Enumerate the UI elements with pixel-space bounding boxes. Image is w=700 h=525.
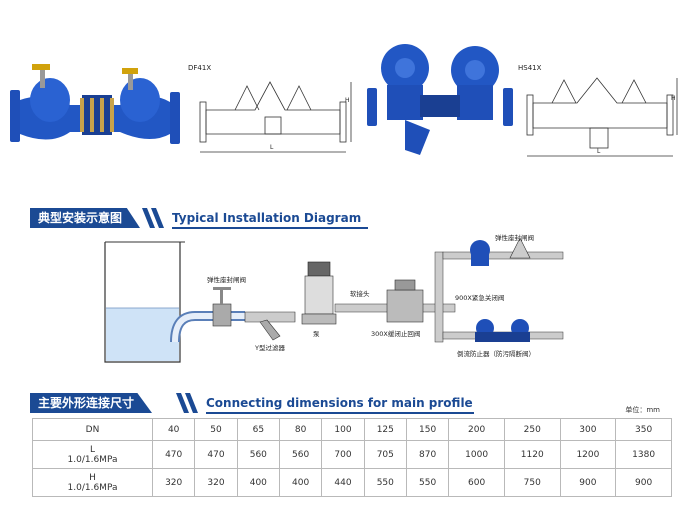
table-cell: 560 [278, 440, 323, 469]
dims-title-en: Connecting dimensions for main profile [206, 396, 473, 410]
model-label-hs41x: HS41X [518, 64, 542, 72]
dims-title-zh: 主要外形连接尺寸 [30, 393, 153, 413]
table-cell: 300 [559, 418, 617, 441]
label-emergency-valve: 900X紧急关闭阀 [455, 293, 504, 302]
hs41x-valve-photo [367, 44, 513, 155]
install-title-zh: 典型安装示意图 [30, 208, 141, 228]
unit-label: 单位：mm [625, 406, 660, 414]
table-cell: 400 [278, 468, 323, 497]
table-cell: 705 [363, 440, 407, 469]
hs41x-technical-drawing: L H [526, 77, 678, 157]
table-cell: 1380 [615, 440, 672, 469]
table-cell: 350 [615, 418, 672, 441]
table-cell: 470 [151, 440, 196, 469]
stripe-decoration [142, 208, 164, 228]
row-header-sub: 1.0/1.6MPa [67, 454, 118, 465]
row-header-label: H [89, 472, 96, 483]
hs41x-dim-h: H [671, 95, 676, 102]
label-y-strainer: Y型过滤器 [254, 343, 285, 352]
table-cell: 100 [321, 418, 365, 441]
row-header-label: L [89, 444, 95, 455]
table-cell: 1000 [448, 440, 505, 469]
table-cell: 150 [405, 418, 450, 441]
table-cell: 40 [151, 418, 196, 441]
df41x-technical-drawing: L H [199, 81, 352, 153]
table-cell: 320 [151, 468, 196, 497]
df41x-dim-l: L [270, 144, 274, 151]
model-label-df41x: DF41X [188, 64, 212, 72]
label-pump: 泵 [313, 330, 320, 338]
table-cell: 320 [194, 468, 238, 497]
table-cell: 400 [236, 468, 280, 497]
table-cell: 550 [405, 468, 450, 497]
table-cell: 125 [363, 418, 407, 441]
label-backflow: 倒流防止器（防污隔断阀） [457, 349, 535, 358]
label-check-valve: 300X缓闭止回阀 [371, 329, 420, 338]
df41x-valve-photo [10, 64, 180, 144]
table-cell: 470 [194, 440, 238, 469]
row-header-label: DN [85, 424, 100, 435]
table-cell: 600 [448, 468, 505, 497]
table-cell: 550 [363, 468, 407, 497]
label-gate-valve-top: 弹性座封闸阀 [495, 233, 534, 242]
label-soft-joint: 软接头 [350, 289, 370, 298]
product-row: DF41X L H HS41X [0, 0, 700, 190]
install-section-header: 典型安装示意图 Typical Installation Diagram [30, 208, 670, 230]
table-cell: 900 [559, 468, 617, 497]
table-cell: 200 [448, 418, 505, 441]
gate-valve-left [212, 287, 232, 327]
df41x-dim-h: H [345, 97, 350, 104]
dims-section-header: 主要外形连接尺寸 Connecting dimensions for main … [30, 393, 670, 415]
table-cell: 870 [405, 440, 450, 469]
table-cell: 250 [503, 418, 561, 441]
table-cell: 80 [278, 418, 323, 441]
table-cell: 700 [321, 440, 365, 469]
installation-diagram: 弹性座封闸阀 Y型过滤器 泵 软接头 300X缓闭止回阀 弹性座封闸阀 900X… [104, 233, 564, 363]
table-cell: 1120 [503, 440, 561, 469]
label-gate-valve-left: 弹性座封闸阀 [207, 275, 246, 284]
table-cell: 65 [236, 418, 280, 441]
table-cell: 50 [194, 418, 238, 441]
table-cell: 560 [236, 440, 280, 469]
table-cell: 900 [615, 468, 672, 497]
dims-header-underline [206, 412, 474, 414]
hs41x-dim-l: L [597, 148, 601, 155]
table-cell: 1200 [559, 440, 617, 469]
install-header-underline [172, 227, 368, 229]
table-cell: 750 [503, 468, 561, 497]
stripe-decoration [176, 393, 198, 413]
row-header: DN [32, 418, 153, 441]
pump [301, 261, 337, 325]
table-cell: 440 [321, 468, 365, 497]
row-header-sub: 1.0/1.6MPa [67, 482, 118, 493]
install-title-en: Typical Installation Diagram [172, 211, 362, 225]
